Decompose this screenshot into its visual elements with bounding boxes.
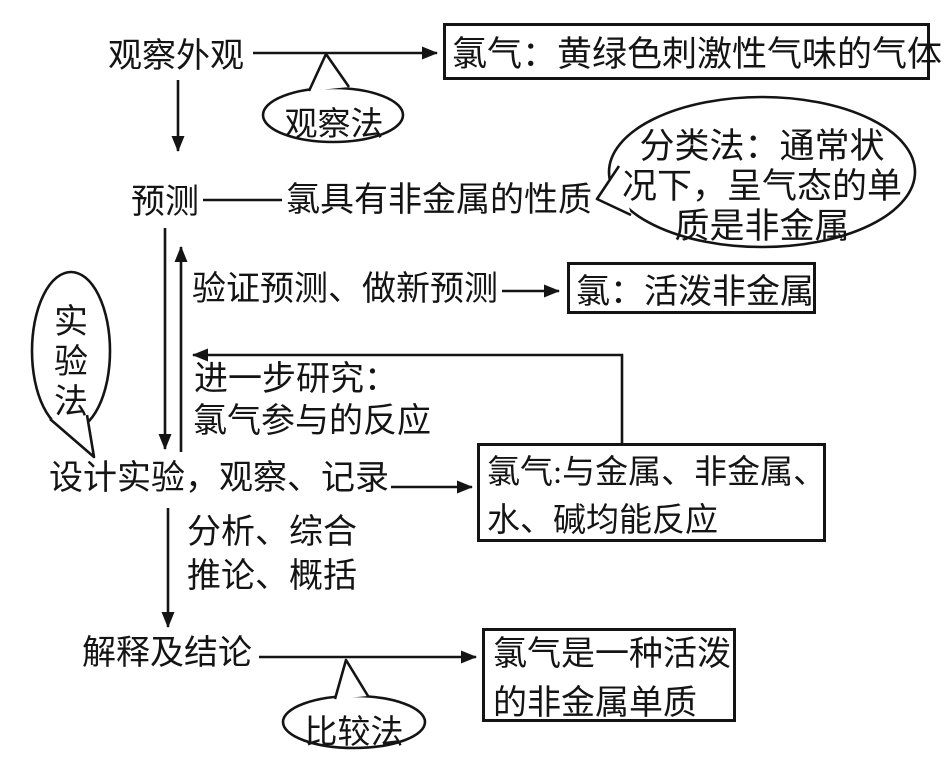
result-active-nonmetal-text: 氯：活泼非金属 [576, 273, 814, 311]
classification-method-line3: 质是非金属 [674, 207, 850, 246]
observation-method-label: 观察法 [284, 107, 384, 143]
arrow-feedback-reactions-to-loop [192, 348, 624, 443]
result-conclusion-line2: 的非金属单质 [493, 685, 697, 722]
classification-method-line2: 况下，呈气态的单 [621, 167, 902, 206]
analyze-label-line2: 推论、概括 [187, 558, 357, 595]
step-predict: 预测 [131, 184, 199, 221]
result-box-appearance: 氯气：黄绿色刺激性气味的气体 [443, 23, 943, 80]
result-reactions-line1: 氯气:与金属、非金属、 [487, 454, 827, 491]
step-observe-appearance: 观察外观 [108, 38, 244, 75]
result-box-active-nonmetal: 氯：活泼非金属 [567, 262, 816, 314]
step-conclusion: 解释及结论 [82, 635, 252, 672]
step-verify-prediction: 验证预测、做新预测 [192, 271, 498, 308]
result-conclusion-line1: 氯气是一种活泼 [493, 636, 731, 673]
experiment-method-char-1: 实 [54, 304, 88, 341]
step-design-experiment: 设计实验，观察、记录 [49, 460, 389, 497]
classification-method-bubble-tail [595, 165, 632, 217]
experiment-method-char-3: 法 [54, 384, 88, 421]
experiment-method-char-2: 验 [54, 344, 88, 381]
predict-hypothesis-text: 氯具有非金属的性质 [286, 182, 592, 219]
classification-method-line1: 分类法：通常状 [639, 127, 885, 166]
result-box-reactions: 氯气:与金属、非金属、 水、碱均能反应 [477, 443, 826, 542]
further-research-line2: 氯气参与的反应 [193, 403, 431, 440]
analyze-label-line1: 分析、综合 [187, 514, 357, 551]
result-reactions-line2: 水、碱均能反应 [487, 502, 718, 539]
result-box-conclusion: 氯气是一种活泼 的非金属单质 [482, 628, 736, 722]
classification-method-bubble [607, 95, 917, 249]
observation-method-bubble-tail [307, 52, 351, 92]
result-appearance-text: 氯气：黄绿色刺激性气味的气体 [452, 35, 943, 74]
comparison-method-bubble-tail [333, 658, 370, 700]
further-research-line1: 进一步研究： [194, 361, 398, 398]
experiment-method-bubble-tail [49, 414, 96, 459]
comparison-method-label: 比较法 [304, 715, 404, 751]
